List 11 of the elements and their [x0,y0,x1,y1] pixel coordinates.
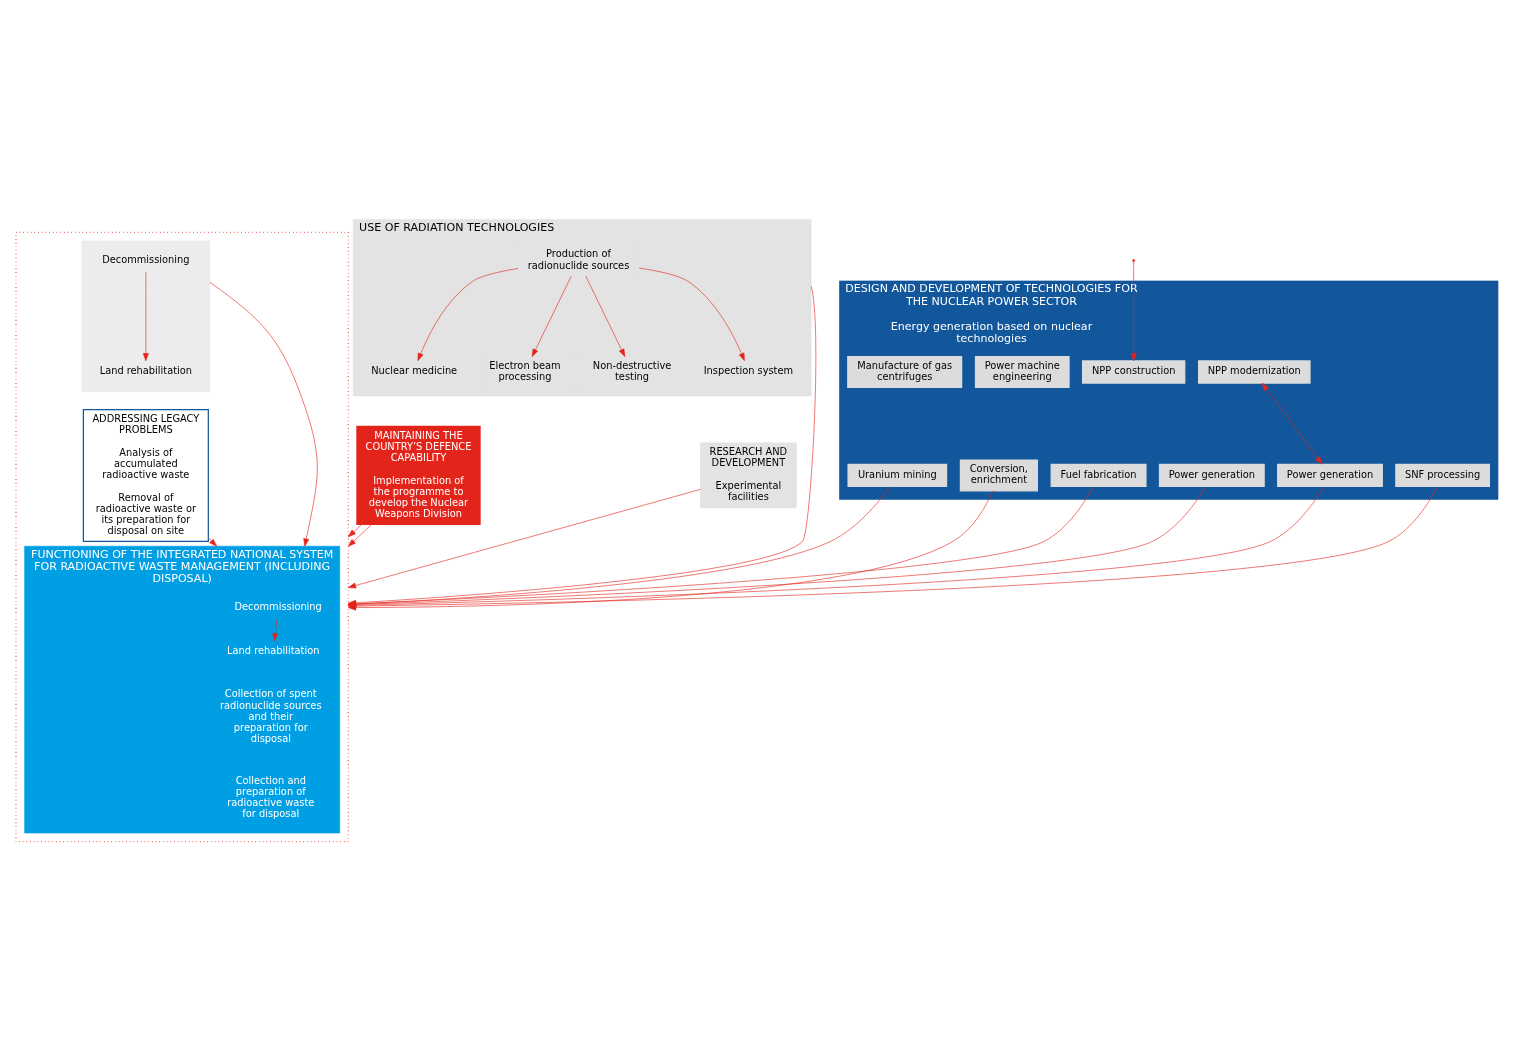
node-text: Electron beam processing [489,359,561,382]
node-text: Inspection system [703,364,794,376]
node-text: Land rehabilitation [227,644,320,656]
node-text: Collection of spent radionuclide sources and their preparation for disposal [220,687,322,744]
node-text: Land rehabilitation [99,364,193,376]
node-text: Non-destructive testing [592,359,672,382]
node-text: Decommissioning [102,253,190,265]
node-text: Nuclear medicine [371,364,458,376]
node-text: Collection and preparation of radioactive waste for disposal [227,774,315,819]
node-text: Decommissioning [234,600,322,612]
node-text: Production of radionuclide sources [527,247,630,270]
